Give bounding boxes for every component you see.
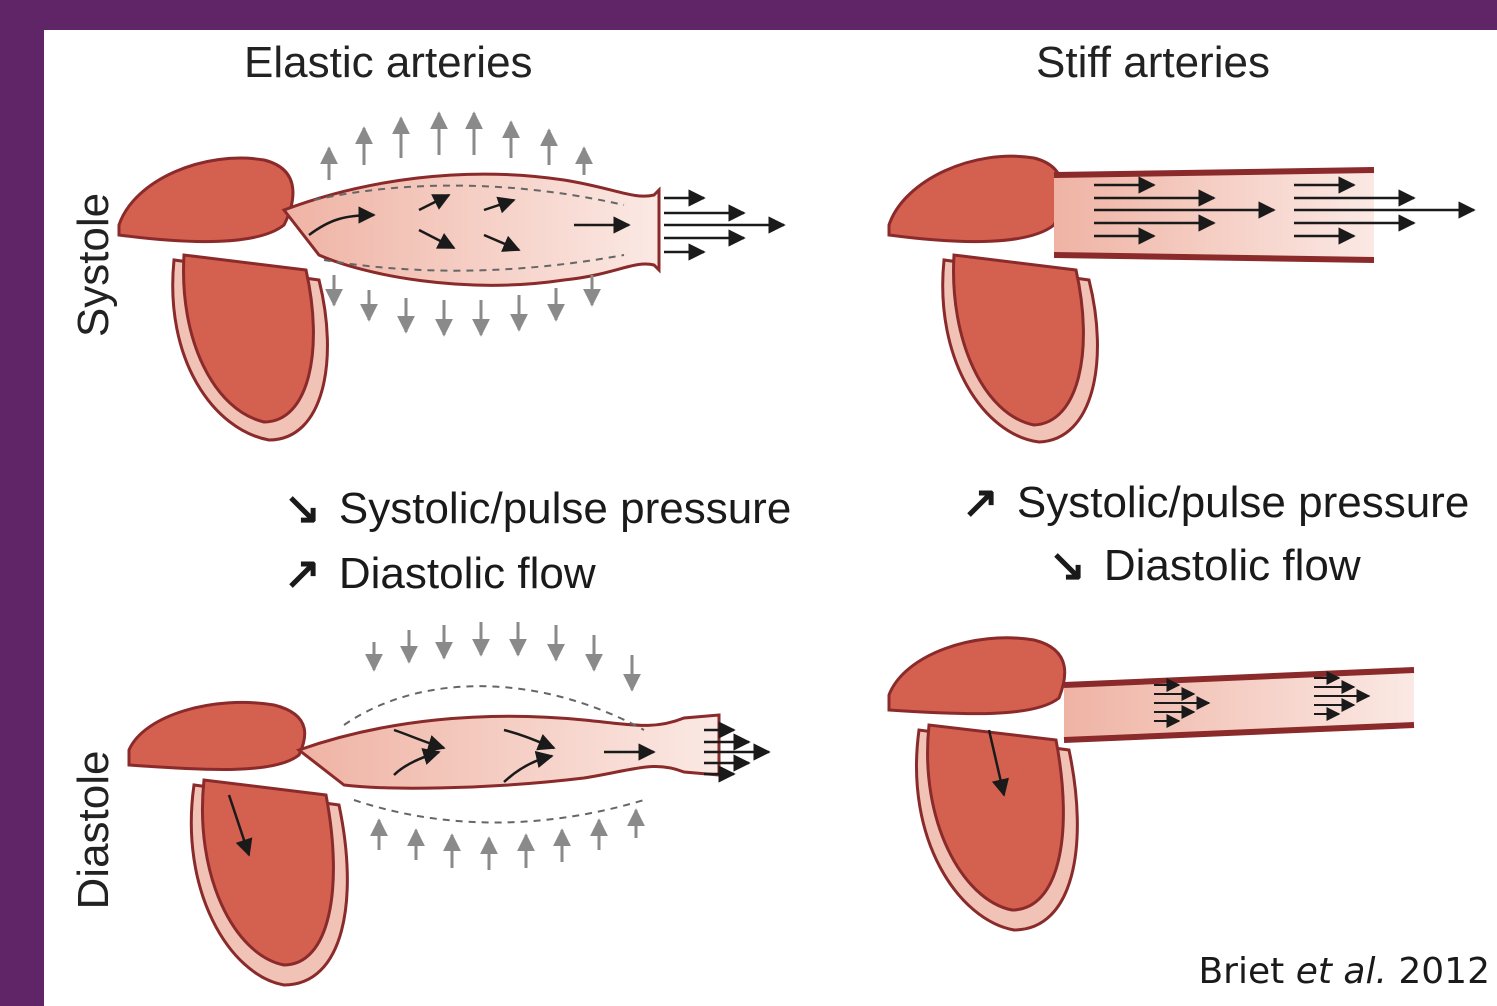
frame-border: Elastic arteries Stiff arteries Systole …: [10, 10, 1487, 994]
header-stiff-arteries: Stiff arteries: [1036, 38, 1270, 88]
decrease-arrow-icon: ↘: [1049, 541, 1086, 590]
stiff-effect-pulse-pressure: ↗Systolic/pulse pressure: [962, 477, 1469, 528]
header-elastic-arteries: Elastic arteries: [244, 38, 533, 88]
citation: Briet et al. 2012: [1198, 951, 1490, 992]
increase-arrow-icon: ↗: [284, 549, 321, 598]
elastic-systole-illustration: [119, 113, 784, 440]
figure-panel: Elastic arteries Stiff arteries Systole …: [44, 30, 1497, 1006]
row-label-diastole: Diastole: [69, 740, 119, 920]
elastic-effect-diastolic-flow: ↗Diastolic flow: [284, 548, 596, 599]
row-label-systole: Systole: [69, 185, 119, 345]
stiff-diastole-illustration: [889, 638, 1414, 930]
increase-arrow-icon: ↗: [962, 478, 999, 527]
decrease-arrow-icon: ↘: [284, 484, 321, 533]
elastic-diastole-illustration: [129, 622, 769, 985]
stiff-systole-illustration: [889, 156, 1474, 442]
stiff-effect-diastolic-flow: ↘Diastolic flow: [1049, 540, 1361, 591]
elastic-effect-pulse-pressure: ↘Systolic/pulse pressure: [284, 483, 791, 534]
